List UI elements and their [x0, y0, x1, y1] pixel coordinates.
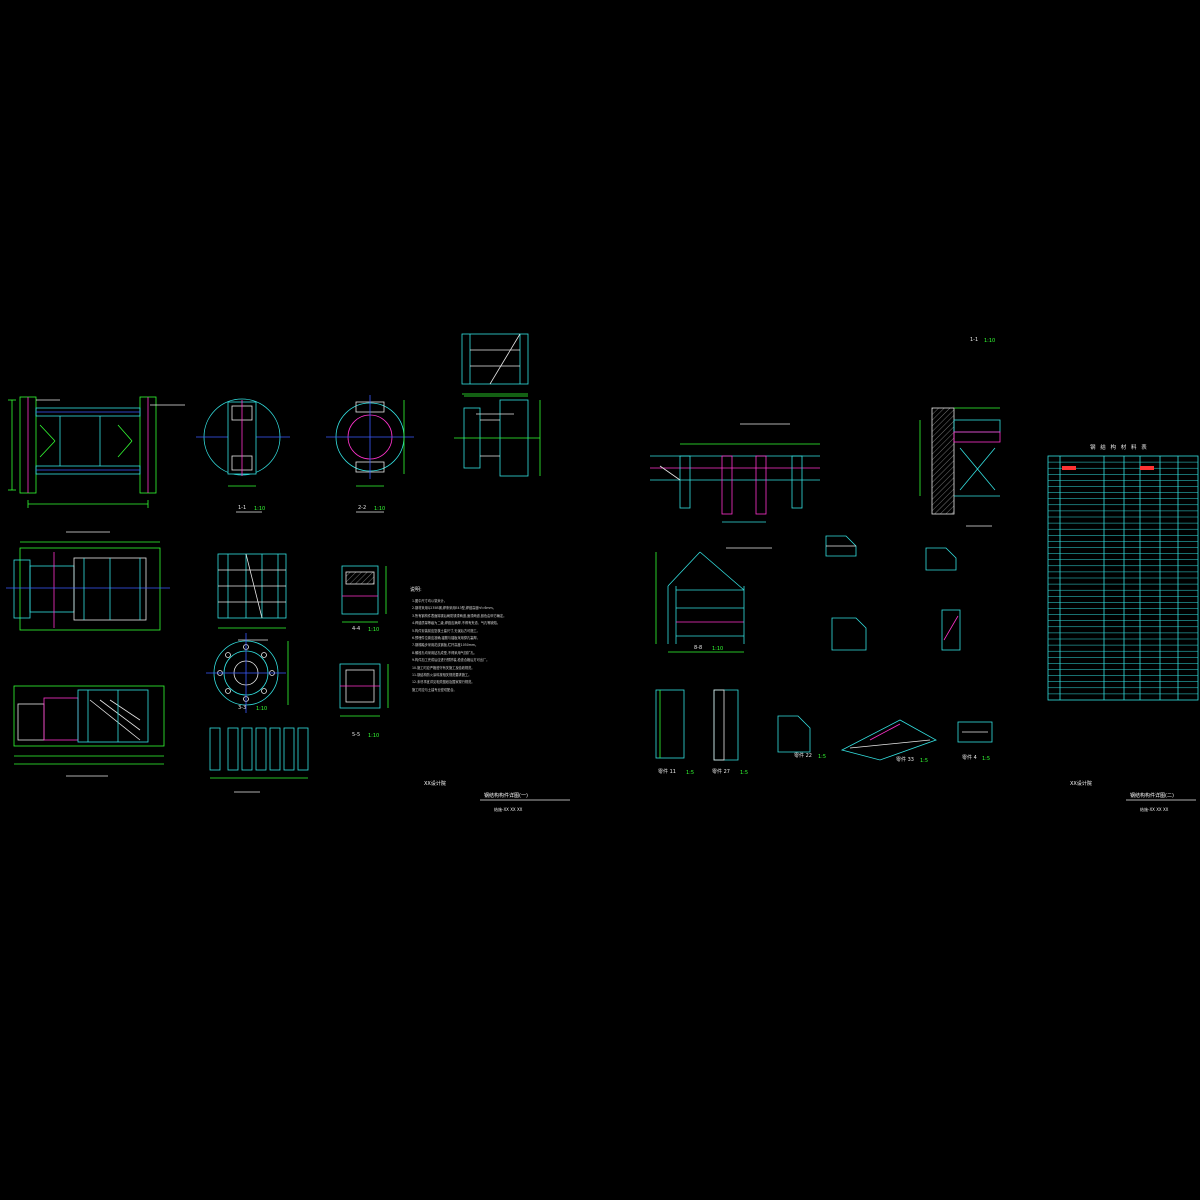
note-line: 2.钢材采用Q235B钢,焊条采用E43型,焊缝高度hf=6mm。: [412, 606, 496, 611]
note-line: 8.螺栓孔均采用钻孔成型,不得采用气割扩孔。: [412, 650, 477, 655]
sheet1-company: XX设计院: [424, 781, 446, 787]
parts-group-sheet2: [655, 535, 993, 761]
flange-ring-view: [206, 633, 289, 713]
view-scale-3-3: 1:10: [256, 706, 268, 712]
note-line: 6.预埋件位置应准确,锚筋与锚板采用穿孔塞焊。: [412, 636, 480, 641]
view-scale-1-1-sheet1: 1:10: [254, 506, 266, 512]
material-table-title: 钢 结 构 材 料 表: [1090, 445, 1149, 451]
note-line: 5.构件安装前应复核土建尺寸,无误后方可施工。: [412, 628, 480, 633]
note-line: 10.施工时应严格遵守有关施工及验收规范。: [412, 665, 475, 670]
elevation-view-bottom-left: [13, 685, 165, 777]
view-label-part-22: 零件 22: [794, 753, 812, 759]
gusset-plates-row: [209, 727, 309, 793]
view-scale-part-33: 1:5: [920, 758, 929, 764]
view-scale-part-4: 1:5: [982, 756, 991, 762]
view-scale-4-4: 1:10: [368, 627, 380, 633]
view-scale-1-1-sheet2: 1:10: [984, 338, 996, 344]
table-red-mark-2: [1140, 466, 1154, 470]
view-scale-5-5: 1:10: [368, 733, 380, 739]
table-red-mark-1: [1062, 466, 1076, 470]
note-line: 9.构件加工完成后应进行预拼装,检查合格后方可出厂。: [412, 658, 490, 663]
section-2-2-sheet1: [326, 395, 414, 513]
view-scale-8-8: 1:10: [712, 646, 724, 652]
section-5-5-view: [339, 663, 389, 717]
ladder-detail-view: [461, 333, 529, 415]
sheet1-title: 钢结构构件详图(一): [484, 793, 528, 799]
view-scale-part-22: 1:5: [818, 754, 827, 760]
note-line: 11.钢结构防火涂料按相关规范要求施工。: [412, 673, 472, 678]
design-notes: 1.图中尺寸均以毫米计。 2.钢材采用Q235B钢,焊条采用E43型,焊缝高度h…: [412, 598, 582, 694]
sheet2-company: XX设计院: [1070, 781, 1092, 787]
note-line: 3.所有钢构件表面除锈后刷防锈漆两道,面漆两道,颜色由甲方确定。: [412, 613, 507, 618]
section-4-4-view: [341, 565, 387, 623]
material-table-rows: [1048, 461, 1198, 695]
elevation-view-middle-left: [6, 541, 170, 631]
sheet2-drawing-no: 结施-XX XX XX: [1140, 807, 1169, 812]
notes-header: 说明:: [410, 587, 422, 593]
section-1-1-sheet1: [196, 398, 290, 513]
view-label-8-8: 8-8: [694, 645, 703, 651]
note-line: 12.未尽事宜详见相关图纸及国家现行规范。: [412, 680, 475, 685]
view-label-4-4: 4-4: [352, 626, 361, 632]
sheet2-title: 钢结构构件详图(二): [1130, 793, 1174, 799]
view-label-1-1-sheet1: 1-1: [238, 505, 247, 511]
detail-view-top-right-sheet1: [454, 395, 541, 477]
view-scale-part-11: 1:5: [686, 770, 695, 776]
view-label-1-1-sheet2: 1-1: [970, 337, 979, 343]
note-line: 施工时应与土建专业密切配合。: [412, 687, 457, 692]
view-label-part-33: 零件 33: [896, 757, 914, 763]
view-label-part-27: 零件 27: [712, 769, 730, 775]
plan-view-top-left: [8, 396, 185, 533]
view-label-3-3: 3-3: [238, 705, 247, 711]
view-label-part-4: 零件 4: [962, 755, 977, 761]
section-1-1-sheet2: [919, 407, 1001, 527]
sheet1-drawing-no: 结施-XX XX XX: [494, 807, 523, 812]
note-line: 4.焊缝质量等级为二级,焊缝应满焊,不得有夹渣、气孔等缺陷。: [412, 621, 500, 626]
frame-elevation-sheet2: [650, 423, 820, 549]
ladder-elevation-view: [217, 553, 287, 641]
view-label-5-5: 5-5: [352, 732, 361, 738]
view-scale-part-27: 1:5: [740, 770, 749, 776]
note-line: 7.钢梯踏步采用花纹钢板,栏杆高度1050mm。: [412, 643, 479, 648]
note-line: 1.图中尺寸均以毫米计。: [412, 599, 447, 603]
view-label-2-2-sheet1: 2-2: [358, 505, 367, 511]
view-label-part-11: 零件 11: [658, 769, 676, 775]
view-scale-2-2-sheet1: 1:10: [374, 506, 386, 512]
stair-section-8-8: [655, 551, 745, 653]
